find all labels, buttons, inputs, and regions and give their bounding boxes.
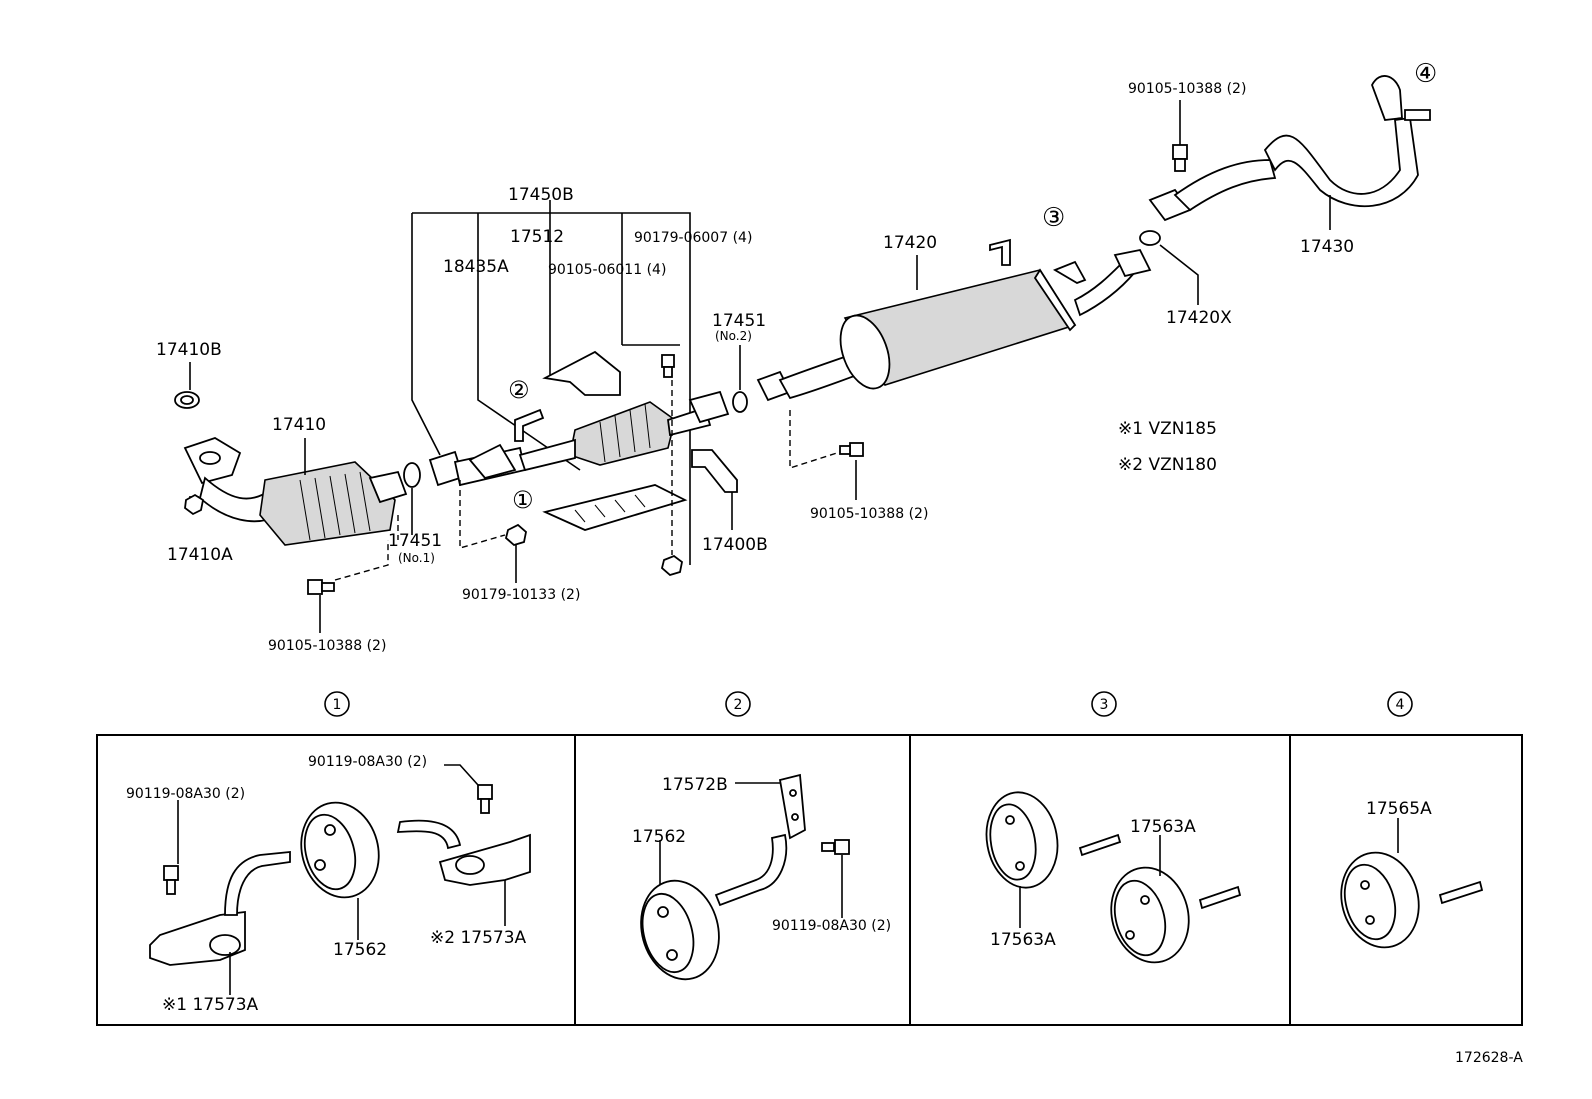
label-17400B: 17400B xyxy=(702,535,768,555)
note-vzn180: ※2 VZN180 xyxy=(1118,455,1217,475)
callout-3: ③ xyxy=(1042,203,1065,233)
label-17450B: 17450B xyxy=(508,185,574,205)
panel-2-parts xyxy=(640,773,850,981)
label-17410B: 17410B xyxy=(156,340,222,360)
panel-head-2: 2 xyxy=(734,697,743,713)
label-17410A: 17410A xyxy=(167,545,233,565)
bracket-17400B xyxy=(691,449,738,493)
dash-line-c xyxy=(459,480,506,549)
gasket-17451-no1 xyxy=(403,462,421,488)
label-90105-10388-left: 90105-10388 (2) xyxy=(268,638,386,654)
label-panel1-bracket1: ※1 17573A xyxy=(162,995,259,1015)
label-18435A: 18435A xyxy=(443,257,509,277)
panel-1-parts xyxy=(149,764,531,995)
callout-1: ① xyxy=(512,486,534,514)
heat-insulator-18435A xyxy=(542,484,688,531)
dash-line-e xyxy=(789,410,841,469)
panel-3-parts xyxy=(985,791,1242,964)
label-17420: 17420 xyxy=(883,233,937,253)
detail-panel-heads: 1 2 3 4 xyxy=(324,691,1413,717)
label-17451-no1: 17451 xyxy=(388,531,442,551)
leader-17420X xyxy=(1159,244,1199,305)
nut-17410A xyxy=(184,493,205,516)
label-no2: (No.2) xyxy=(715,329,752,343)
label-90179-06007: 90179-06007 (4) xyxy=(634,230,752,246)
bolt-90105-10388-left xyxy=(307,579,335,595)
nut-90179-10133 xyxy=(504,523,527,547)
label-panel3-hanger-a: 17563A xyxy=(990,930,1056,950)
label-90105-06011: 90105-06011 (4) xyxy=(548,262,666,278)
dash-line-b xyxy=(334,540,389,581)
tail-pipe-17430 xyxy=(1148,75,1431,222)
bolt-90105-10388-mid xyxy=(839,442,864,457)
heat-insulator-17512 xyxy=(542,350,621,396)
label-panel1-bracket2: ※2 17573A xyxy=(430,928,527,948)
panel-4-parts xyxy=(1340,818,1484,949)
figure-id: 172628-A xyxy=(1455,1050,1523,1066)
label-panel1-bolt-b: 90119-08A30 (2) xyxy=(308,754,427,770)
panel-head-4: 4 xyxy=(1396,697,1405,713)
nut-90179-06007 xyxy=(660,554,683,577)
note-vzn185: ※1 VZN185 xyxy=(1118,419,1217,439)
label-panel3-hanger-b: 17563A xyxy=(1130,817,1196,837)
callout-4: ④ xyxy=(1414,59,1437,89)
muffler-17420 xyxy=(756,238,1152,402)
detail-panels-frame xyxy=(96,734,1523,1026)
label-90105-10388-mid: 90105-10388 (2) xyxy=(810,506,928,522)
center-pipe-cat xyxy=(428,390,730,487)
front-pipe-17410 xyxy=(174,391,408,546)
label-17512: 17512 xyxy=(510,227,564,247)
label-no1: (No.1) xyxy=(398,551,435,565)
label-panel1-bolt-a: 90119-08A30 (2) xyxy=(126,786,245,802)
label-panel2-bracket: 17572B xyxy=(662,775,728,795)
bolt-90105-10388-top xyxy=(1172,144,1188,172)
label-panel4-hanger: 17565A xyxy=(1366,799,1432,819)
label-17451-no2: 17451 xyxy=(712,311,766,331)
label-panel2-hanger: 17562 xyxy=(632,827,686,847)
label-17410: 17410 xyxy=(272,415,326,435)
label-17420X: 17420X xyxy=(1166,308,1232,328)
label-17430: 17430 xyxy=(1300,237,1354,257)
gasket-17420X xyxy=(1139,230,1161,246)
label-panel2-bolt: 90119-08A30 (2) xyxy=(772,918,891,934)
callout-2: ② xyxy=(508,376,530,404)
bolt-90105-06011 xyxy=(661,354,675,378)
label-90105-10388-top: 90105-10388 (2) xyxy=(1128,81,1246,97)
label-90179-10133: 90179-10133 (2) xyxy=(462,587,580,603)
gasket-17451-no2 xyxy=(732,391,748,413)
label-panel1-hanger: 17562 xyxy=(333,940,387,960)
panel-head-3: 3 xyxy=(1100,697,1109,713)
group-bracket-17450B xyxy=(411,200,691,565)
panel-head-1: 1 xyxy=(333,697,342,713)
